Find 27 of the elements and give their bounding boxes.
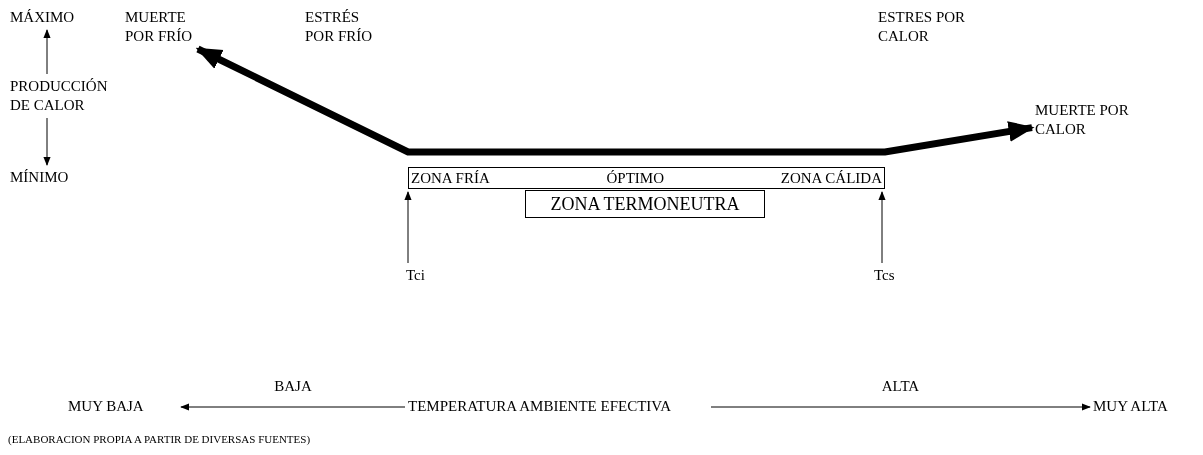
axis-title: TEMPERATURA AMBIENTE EFECTIVA <box>408 397 708 416</box>
arrow <box>404 191 412 264</box>
edge-label: ALTA <box>880 377 921 396</box>
edge-label: BAJA <box>273 377 313 396</box>
zone-box <box>408 167 885 189</box>
zone-label: ZONA FRÍA <box>411 168 490 188</box>
arrow <box>710 403 1091 411</box>
arrow <box>43 29 51 75</box>
scale-label: MÍNIMO <box>10 168 90 187</box>
threshold-label: Tci <box>406 266 446 285</box>
zone-label: ÓPTIMO <box>606 168 664 188</box>
axis-title: PRODUCCIÓN DE CALOR <box>10 77 120 115</box>
scale-label: MUY ALTA <box>1093 397 1203 416</box>
arrow <box>43 117 51 166</box>
outcome-label: MUERTE POR FRÍO <box>125 8 207 46</box>
arrow <box>878 191 886 264</box>
caption: (ELABORACION PROPIA A PARTIR DE DIVERSAS FUENTES) <box>8 432 311 447</box>
heat-production-curve <box>195 45 1035 156</box>
zone-label: ESTRES POR CALOR <box>878 8 967 46</box>
zone-label: ZONA CÁLIDA <box>780 168 882 188</box>
scale-label: MUY BAJA <box>68 397 178 416</box>
zone-label: ESTRÉS POR FRÍO <box>305 8 374 46</box>
outcome-label: MUERTE POR CALOR <box>1035 101 1165 139</box>
arrow <box>180 403 406 411</box>
zone-box: ZONA TERMONEUTRA <box>525 190 765 218</box>
threshold-label: Tcs <box>874 266 914 285</box>
scale-label: MÁXIMO <box>10 8 90 27</box>
